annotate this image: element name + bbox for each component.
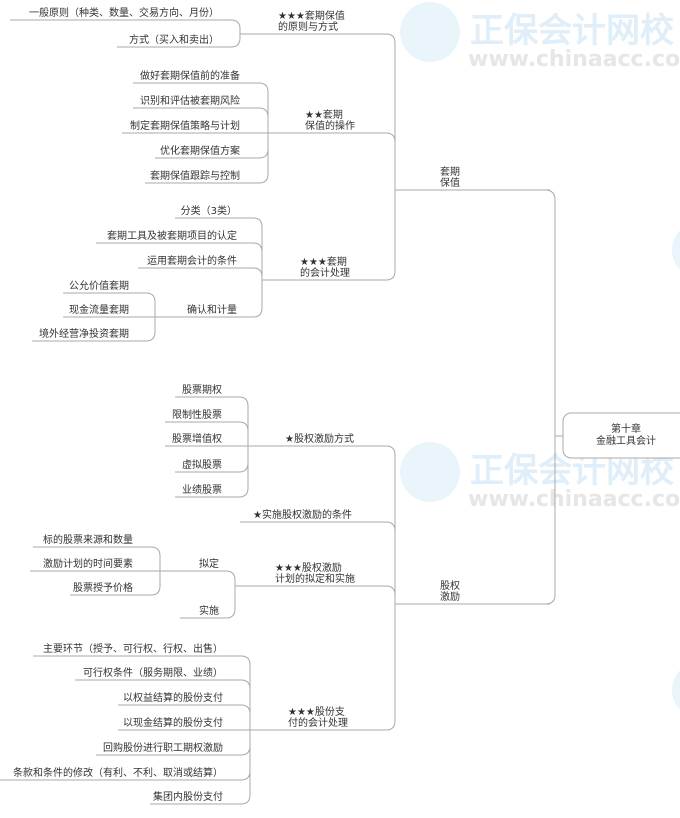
root-title[interactable]: 金融工具会计 xyxy=(596,434,656,447)
leaf-node[interactable]: 分类（3类） xyxy=(181,204,237,217)
connector-line xyxy=(240,242,263,280)
watermark-logo-icon xyxy=(400,2,460,62)
connector-line xyxy=(225,446,249,498)
topic[interactable]: ★★★套期保值 xyxy=(278,9,345,22)
connector-line xyxy=(132,317,156,342)
topic[interactable]: 计划的拟定和实施 xyxy=(275,572,355,585)
connector-line xyxy=(240,217,263,280)
connector-line xyxy=(136,546,161,571)
root-title[interactable]: 第十章 xyxy=(611,422,641,435)
connector-line xyxy=(136,571,161,596)
leaf-node[interactable]: 可行权条件（服务期限、业绩） xyxy=(83,666,223,679)
leaf-node[interactable]: 公允价值套期 xyxy=(69,279,129,292)
leaf-node[interactable]: 主要环节（授予、可行权、行权、出售） xyxy=(43,642,223,655)
watermark-url: www.chinaacc.com xyxy=(468,47,680,72)
connector-line xyxy=(226,655,251,730)
leaf-node[interactable]: 股票期权 xyxy=(182,383,222,396)
connector-line xyxy=(225,396,249,446)
watermark-logo-icon xyxy=(400,442,460,502)
leaf-node[interactable]: 实施 xyxy=(199,604,219,617)
connector-line xyxy=(380,585,396,604)
topic[interactable]: ★★★股份支 xyxy=(288,706,345,718)
connectors xyxy=(0,19,563,805)
connector-line xyxy=(225,446,249,473)
leaf-node[interactable]: 运用套期会计的条件 xyxy=(147,254,237,267)
connector-line xyxy=(243,82,269,133)
leaf-node[interactable]: 限制性股票 xyxy=(172,408,222,421)
branch-equity-incentive[interactable]: 股权 xyxy=(440,579,460,592)
connector-line xyxy=(222,19,241,34)
connector-line xyxy=(243,133,269,184)
leaf-node[interactable]: 套期保值跟踪与控制 xyxy=(150,169,240,182)
leaf-node[interactable]: 以现金结算的股份支付 xyxy=(123,716,223,729)
leaf-node[interactable]: 业绩股票 xyxy=(182,483,222,496)
connector-line xyxy=(380,604,396,731)
leaf-node[interactable]: 激励计划的时间要素 xyxy=(43,557,133,570)
watermark-top: 正保会计网校 www.chinaacc.com xyxy=(400,2,680,72)
connector-line xyxy=(222,586,236,619)
connector-line xyxy=(380,132,396,190)
branch-equity-incentive[interactable]: 激励 xyxy=(440,590,460,603)
connector-line xyxy=(226,704,251,730)
topic[interactable]: 保值的操作 xyxy=(305,119,355,132)
topic[interactable]: ★实施股权激励的条件 xyxy=(253,508,352,521)
topic[interactable]: ★股权激励方式 xyxy=(285,432,354,445)
connector-line xyxy=(380,445,396,604)
leaf-node[interactable]: 股票增值权 xyxy=(172,432,222,445)
leaf-node[interactable]: 集团内股份支付 xyxy=(153,790,223,803)
leaf-node[interactable]: 境外经营净投资套期 xyxy=(39,327,129,340)
connector-line xyxy=(226,730,251,805)
leaf-node[interactable]: 一般原则（种类、数量、交易方向、月份） xyxy=(29,6,219,19)
leaf-node[interactable]: 标的股票来源和数量 xyxy=(43,533,133,546)
leaf-node[interactable]: 以权益结算的股份支付 xyxy=(123,691,223,704)
watermark-logo-icon xyxy=(672,670,680,710)
connector-line xyxy=(240,267,263,280)
watermark-brand: 正保会计网校 xyxy=(470,11,674,51)
leaf-node[interactable]: 确认和计量 xyxy=(187,303,237,316)
connector-line xyxy=(222,34,241,48)
connector-line xyxy=(132,292,156,317)
connector-line xyxy=(380,190,396,281)
leaf-node[interactable]: 制定套期保值策略与计划 xyxy=(130,119,240,132)
leaf-node[interactable]: 条款和条件的修改（有利、不利、取消或结算） xyxy=(13,766,223,779)
connector-line xyxy=(380,33,396,190)
connector-line xyxy=(380,521,396,604)
connector-line xyxy=(226,679,251,730)
connector-line xyxy=(243,107,269,133)
leaf-node[interactable]: 识别和评估被套期风险 xyxy=(140,94,240,107)
leaf-node[interactable]: 套期工具及被套期项目的认定 xyxy=(107,229,237,242)
branch-hedging[interactable]: 保值 xyxy=(440,176,460,189)
watermark-logo-icon xyxy=(672,230,680,270)
connector-line xyxy=(226,730,251,756)
connector-line xyxy=(222,570,236,586)
topic[interactable]: ★★★套期 xyxy=(300,255,347,268)
spine xyxy=(544,189,556,605)
leaf-node[interactable]: 虚拟股票 xyxy=(182,458,222,471)
leaf-node[interactable]: 方式（买入和卖出） xyxy=(129,33,219,46)
topic[interactable]: ★★★股权激励 xyxy=(275,561,342,574)
connector-line xyxy=(225,421,249,446)
leaf-node[interactable]: 优化套期保值方案 xyxy=(160,144,240,157)
topic[interactable]: 付的会计处理 xyxy=(288,716,348,729)
connector-line xyxy=(243,133,269,159)
topic[interactable]: ★★套期 xyxy=(305,108,343,121)
watermark-bottom: 正保会计网校 www.chinaacc.com xyxy=(400,442,680,512)
watermark-url: www.chinaacc.com xyxy=(468,487,680,512)
leaf-node[interactable]: 拟定 xyxy=(199,557,219,570)
root-node[interactable] xyxy=(562,412,680,459)
leaf-node[interactable]: 做好套期保值前的准备 xyxy=(140,69,240,82)
topic[interactable]: 的会计处理 xyxy=(300,266,350,279)
topic[interactable]: 的原则与方式 xyxy=(278,20,338,33)
leaf-node[interactable]: 回购股份进行职工期权激励 xyxy=(103,741,223,754)
leaf-node[interactable]: 现金流量套期 xyxy=(69,303,129,316)
connector-line xyxy=(240,280,263,318)
leaf-node[interactable]: 股票授予价格 xyxy=(73,581,133,594)
branch-hedging[interactable]: 套期 xyxy=(440,165,460,178)
